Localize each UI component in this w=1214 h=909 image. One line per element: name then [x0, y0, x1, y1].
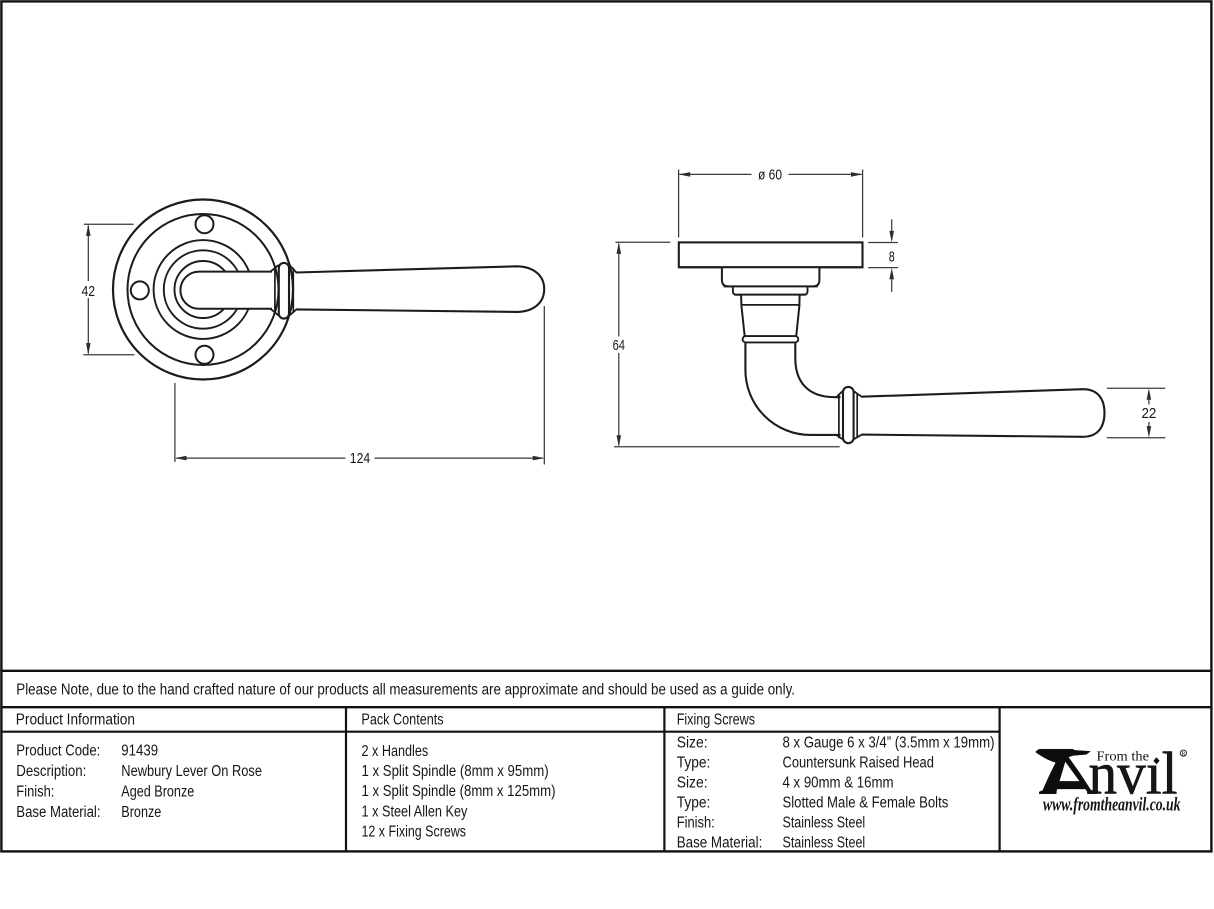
svg-text:91439: 91439 — [121, 743, 158, 760]
svg-text:Size:: Size: — [677, 735, 708, 752]
svg-text:Base Material:: Base Material: — [16, 804, 100, 821]
svg-text:12 x Fixing Screws: 12 x Fixing Screws — [362, 824, 467, 841]
svg-text:Bronze: Bronze — [121, 804, 161, 821]
svg-text:Fixing Screws: Fixing Screws — [677, 712, 756, 729]
svg-text:1 x Steel Allen Key: 1 x Steel Allen Key — [362, 803, 468, 820]
svg-text:Base Material:: Base Material: — [677, 835, 763, 852]
svg-text:R: R — [1181, 751, 1185, 757]
svg-text:www.fromtheanvil.co.uk: www.fromtheanvil.co.uk — [1043, 795, 1181, 816]
svg-text:1 x Split Spindle (8mm x 125mm: 1 x Split Spindle (8mm x 125mm) — [362, 783, 556, 800]
svg-text:Type:: Type: — [677, 795, 711, 812]
svg-text:Finish:: Finish: — [677, 815, 715, 832]
svg-text:2 x Handles: 2 x Handles — [362, 743, 429, 760]
svg-text:Aged Bronze: Aged Bronze — [121, 783, 194, 800]
svg-text:Countersunk Raised Head: Countersunk Raised Head — [783, 755, 934, 772]
svg-text:From the: From the — [1097, 749, 1150, 764]
svg-text:4 x 90mm & 16mm: 4 x 90mm & 16mm — [783, 775, 894, 792]
svg-text:8: 8 — [889, 248, 895, 265]
svg-text:Type:: Type: — [677, 755, 711, 772]
svg-text:Please Note, due to the hand c: Please Note, due to the hand crafted nat… — [16, 682, 795, 699]
svg-text:124: 124 — [350, 450, 370, 467]
svg-text:Product Code:: Product Code: — [16, 743, 100, 760]
svg-text:nvıl: nvıl — [1089, 740, 1178, 806]
svg-text:42: 42 — [82, 283, 96, 300]
svg-text:22: 22 — [1141, 405, 1156, 422]
svg-text:Size:: Size: — [677, 775, 708, 792]
svg-text:8 x Gauge 6 x 3/4” (3.5mm x 19: 8 x Gauge 6 x 3/4” (3.5mm x 19mm) — [783, 735, 995, 752]
svg-text:ø 60: ø 60 — [758, 167, 782, 184]
svg-text:64: 64 — [613, 337, 625, 354]
svg-text:Finish:: Finish: — [16, 783, 54, 800]
svg-text:Stainless Steel: Stainless Steel — [783, 835, 866, 852]
svg-text:Newbury Lever On Rose: Newbury Lever On Rose — [121, 763, 262, 780]
svg-text:Slotted Male & Female Bolts: Slotted Male & Female Bolts — [783, 795, 949, 812]
svg-text:Stainless Steel: Stainless Steel — [783, 815, 866, 832]
svg-text:Description:: Description: — [16, 763, 86, 780]
svg-text:Product Information: Product Information — [16, 712, 135, 729]
svg-text:Pack Contents: Pack Contents — [361, 712, 443, 729]
svg-text:1 x Split Spindle (8mm x 95mm): 1 x Split Spindle (8mm x 95mm) — [362, 763, 549, 780]
